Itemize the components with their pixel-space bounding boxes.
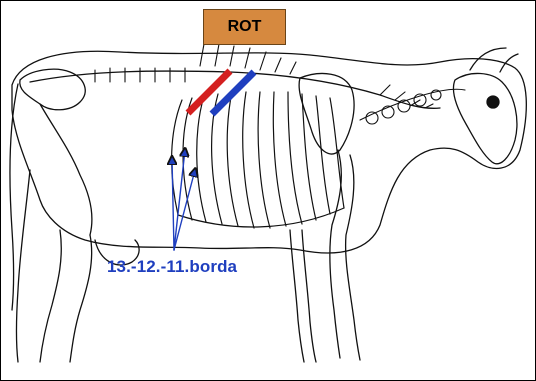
rib-cage [172,92,344,228]
neck-vertebrae [360,89,465,124]
rib-annotation-label: 13.-12.-11.borda [107,257,237,277]
eye-socket [487,96,499,108]
tail [10,84,18,310]
skull [453,73,516,163]
rot-badge: ROT [203,9,286,45]
pelvis [20,69,85,110]
rear-leg [40,230,92,362]
front-leg [330,150,360,360]
rear-leg-far [17,170,31,362]
